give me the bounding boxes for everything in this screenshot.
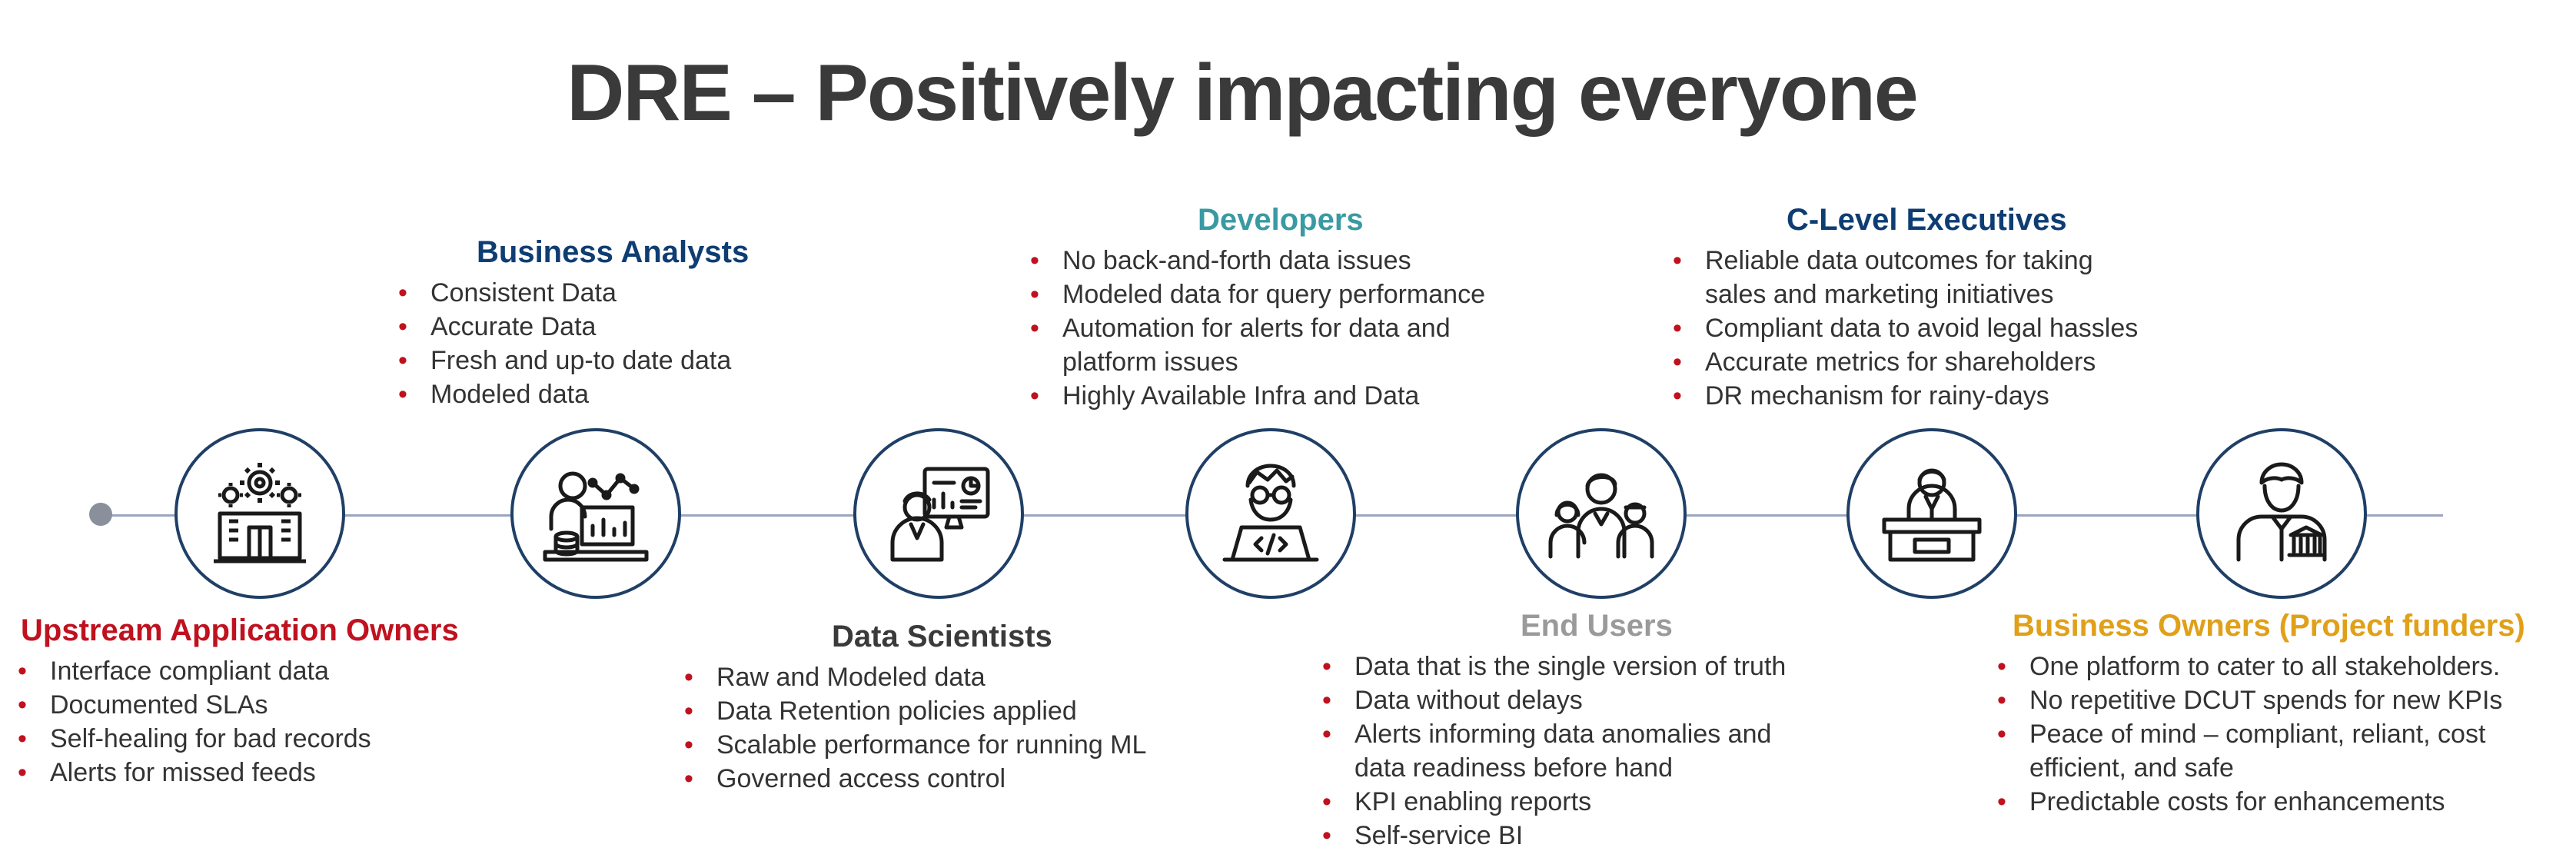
group-upstream-owners: Upstream Application Owners Interface co… bbox=[12, 613, 459, 790]
list-item: Raw and Modeled data bbox=[678, 660, 1146, 694]
node-data-scientists bbox=[853, 428, 1024, 599]
group-heading: End Users bbox=[1521, 609, 1673, 643]
list-item: Compliant data to avoid legal hassles bbox=[1667, 311, 2138, 345]
group-heading: Upstream Application Owners bbox=[21, 613, 459, 647]
list-item: Data that is the single version of truth bbox=[1316, 650, 1786, 683]
list-item: Automation for alerts for data and bbox=[1024, 311, 1485, 345]
executive-desk-icon bbox=[1882, 468, 1982, 562]
group-heading: Developers bbox=[1198, 203, 1364, 237]
list-item: Highly Available Infra and Data bbox=[1024, 379, 1485, 413]
list-item: Accurate metrics for shareholders bbox=[1667, 345, 2138, 379]
group-business-analysts: Business Analysts Consistent Data Accura… bbox=[392, 235, 749, 411]
list-item: Governed access control bbox=[678, 762, 1146, 796]
list-item: Scalable performance for running ML bbox=[678, 728, 1146, 762]
list-item: efficient, and safe bbox=[2029, 753, 2234, 783]
bullet-list: No back-and-forth data issues Modeled da… bbox=[1024, 244, 1485, 413]
list-item: Documented SLAs bbox=[12, 688, 459, 722]
list-item: Self-healing for bad records bbox=[12, 722, 459, 756]
list-item: Data Retention policies applied bbox=[678, 694, 1146, 728]
list-item: Reliable data outcomes for taking bbox=[1667, 244, 2138, 278]
list-item: DR mechanism for rainy-days bbox=[1667, 379, 2138, 413]
timeline-start-dot bbox=[89, 503, 112, 526]
list-item: data readiness before hand bbox=[1354, 753, 1673, 783]
scientist-screen-icon bbox=[890, 467, 990, 562]
group-heading: Data Scientists bbox=[832, 620, 1052, 653]
list-item: No repetitive DCUT spends for new KPIs bbox=[1991, 683, 2525, 717]
group-heading: C-Level Executives bbox=[1787, 203, 2067, 237]
group-developers: Developers No back-and-forth data issues… bbox=[1024, 203, 1485, 413]
list-item: No back-and-forth data issues bbox=[1024, 244, 1485, 278]
bullet-list: One platform to cater to all stakeholder… bbox=[1991, 650, 2525, 819]
list-item: KPI enabling reports bbox=[1316, 785, 1786, 819]
bullet-list: Data that is the single version of truth… bbox=[1316, 650, 1786, 853]
group-data-scientists: Data Scientists Raw and Modeled data Dat… bbox=[678, 620, 1146, 796]
owner-bank-icon bbox=[2236, 462, 2327, 562]
list-item: Interface compliant data bbox=[12, 654, 459, 688]
node-business-owners bbox=[2196, 428, 2367, 599]
list-item: Peace of mind – compliant, reliant, cost bbox=[1991, 717, 2525, 751]
node-developers bbox=[1185, 428, 1356, 599]
list-item: Modeled data for query performance bbox=[1024, 278, 1485, 311]
page-title: DRE – Positively impacting everyone bbox=[567, 48, 1918, 138]
node-business-analysts bbox=[510, 428, 681, 599]
list-item: Alerts for missed feeds bbox=[12, 756, 459, 790]
bullet-list: Consistent Data Accurate Data Fresh and … bbox=[392, 276, 749, 411]
node-upstream-owners bbox=[175, 428, 345, 599]
list-item: Consistent Data bbox=[392, 276, 749, 310]
list-item: One platform to cater to all stakeholder… bbox=[1991, 650, 2525, 683]
list-item: Data without delays bbox=[1316, 683, 1786, 717]
analyst-chart-icon bbox=[543, 471, 649, 562]
bullet-list: Interface compliant data Documented SLAs… bbox=[12, 654, 459, 790]
users-group-icon bbox=[1548, 473, 1654, 559]
group-heading: Business Analysts bbox=[477, 235, 750, 269]
list-item: platform issues bbox=[1062, 347, 1238, 377]
node-c-level-executives bbox=[1846, 428, 2017, 599]
factory-gears-icon bbox=[214, 463, 306, 563]
group-end-users: End Users Data that is the single versio… bbox=[1316, 609, 1786, 853]
bullet-list: Reliable data outcomes for taking sales … bbox=[1667, 244, 2138, 413]
list-item: Modeled data bbox=[392, 377, 749, 411]
list-item: Fresh and up-to date data bbox=[392, 344, 749, 377]
list-item: sales and marketing initiatives bbox=[1705, 280, 2054, 309]
group-business-owners: Business Owners (Project funders) One pl… bbox=[1991, 609, 2525, 819]
group-heading: Business Owners (Project funders) bbox=[2013, 609, 2525, 643]
list-item: Alerts informing data anomalies and bbox=[1316, 717, 1786, 751]
group-c-level-executives: C-Level Executives Reliable data outcome… bbox=[1667, 203, 2138, 413]
node-end-users bbox=[1516, 428, 1687, 599]
developer-laptop-icon bbox=[1222, 464, 1319, 562]
bullet-list: Raw and Modeled data Data Retention poli… bbox=[678, 660, 1146, 796]
list-item: Self-service BI bbox=[1316, 819, 1786, 853]
list-item: Predictable costs for enhancements bbox=[1991, 785, 2525, 819]
list-item: Accurate Data bbox=[392, 310, 749, 344]
